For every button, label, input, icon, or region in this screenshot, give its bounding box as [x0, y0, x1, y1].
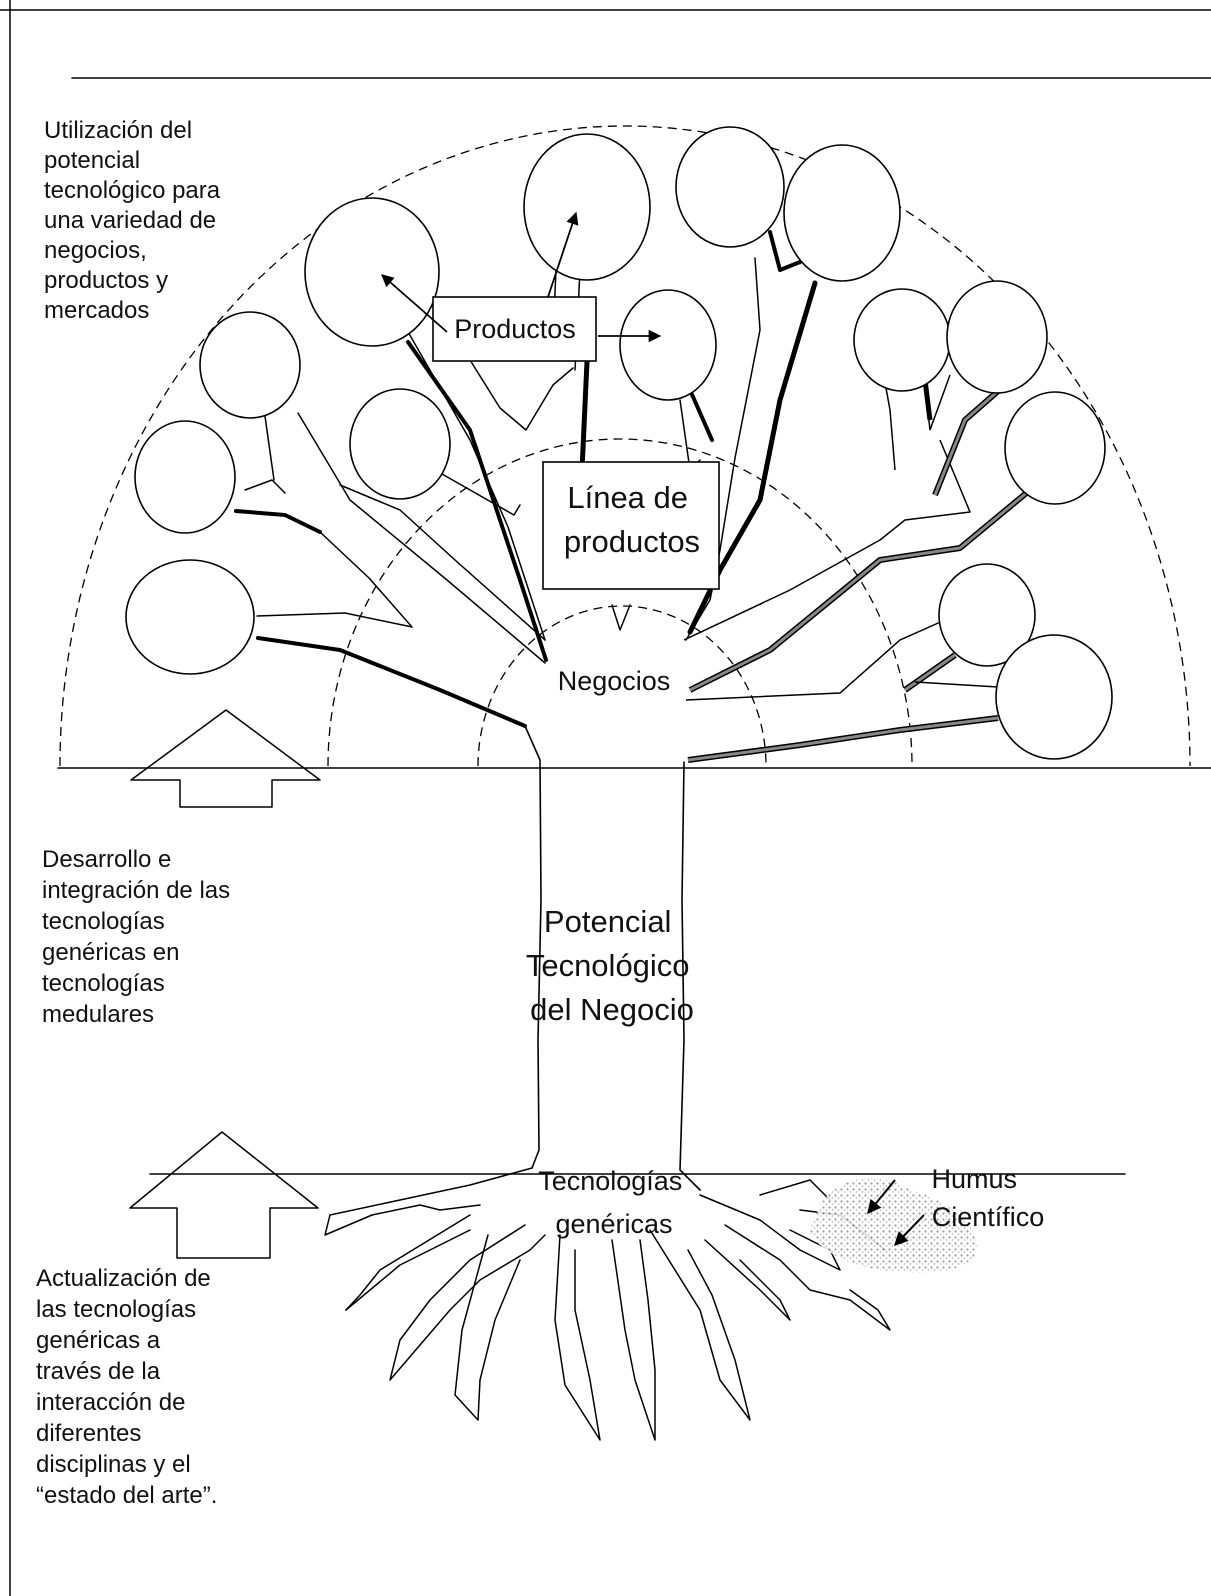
- product-circle: [200, 312, 300, 418]
- product-circle: [947, 281, 1047, 393]
- note-utilizacion: Utilización del potencial tecnológico pa…: [44, 117, 227, 324]
- product-circle: [524, 134, 650, 280]
- up-arrow-upper: [131, 710, 320, 807]
- note-desarrollo: Desarrollo e integración de las tecnolog…: [42, 846, 237, 1028]
- product-circle: [854, 289, 950, 391]
- product-circle: [1005, 392, 1105, 504]
- note-actualizacion: Actualización de las tecnologías genéric…: [36, 1265, 217, 1509]
- label-tecnologias-genericas: Tecnologías genéricas: [538, 1166, 690, 1239]
- product-circle: [305, 198, 439, 346]
- label-trunk: Potencial Tecnológico del Negocio: [526, 904, 698, 1027]
- product-circle: [126, 560, 254, 674]
- product-circles: [126, 127, 1112, 759]
- product-circle: [784, 145, 900, 281]
- product-circle: [135, 421, 235, 533]
- label-negocios: Negocios: [558, 666, 671, 696]
- up-arrow-lower: [130, 1132, 318, 1258]
- product-circle: [620, 290, 716, 400]
- product-circle: [676, 127, 784, 247]
- product-circle: [996, 635, 1112, 759]
- label-productos: Productos: [454, 314, 576, 344]
- product-circle: [350, 389, 450, 499]
